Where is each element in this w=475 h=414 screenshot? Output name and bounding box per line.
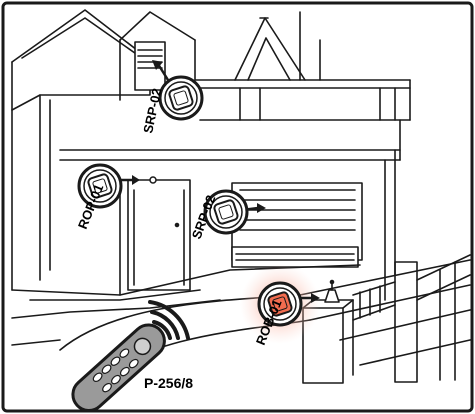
- switch-module-icon: [87, 173, 113, 199]
- module-rop-01: ROP-01: [75, 163, 157, 231]
- remote-label: P-256/8: [144, 375, 193, 391]
- switch-module-icon: [267, 291, 293, 317]
- module-rob-01: ROB-01: [240, 264, 320, 347]
- module-label: SRP-02: [140, 87, 164, 135]
- signal-waves-icon: [148, 300, 190, 340]
- switch-module-icon: [168, 85, 194, 111]
- module-srp-02-garage: SRP-02: [189, 189, 266, 241]
- switch-module-icon: [213, 199, 239, 225]
- arrow-icon: [156, 63, 170, 81]
- remote-control: P-256/8: [71, 300, 193, 413]
- remote-control-icon: [71, 323, 166, 413]
